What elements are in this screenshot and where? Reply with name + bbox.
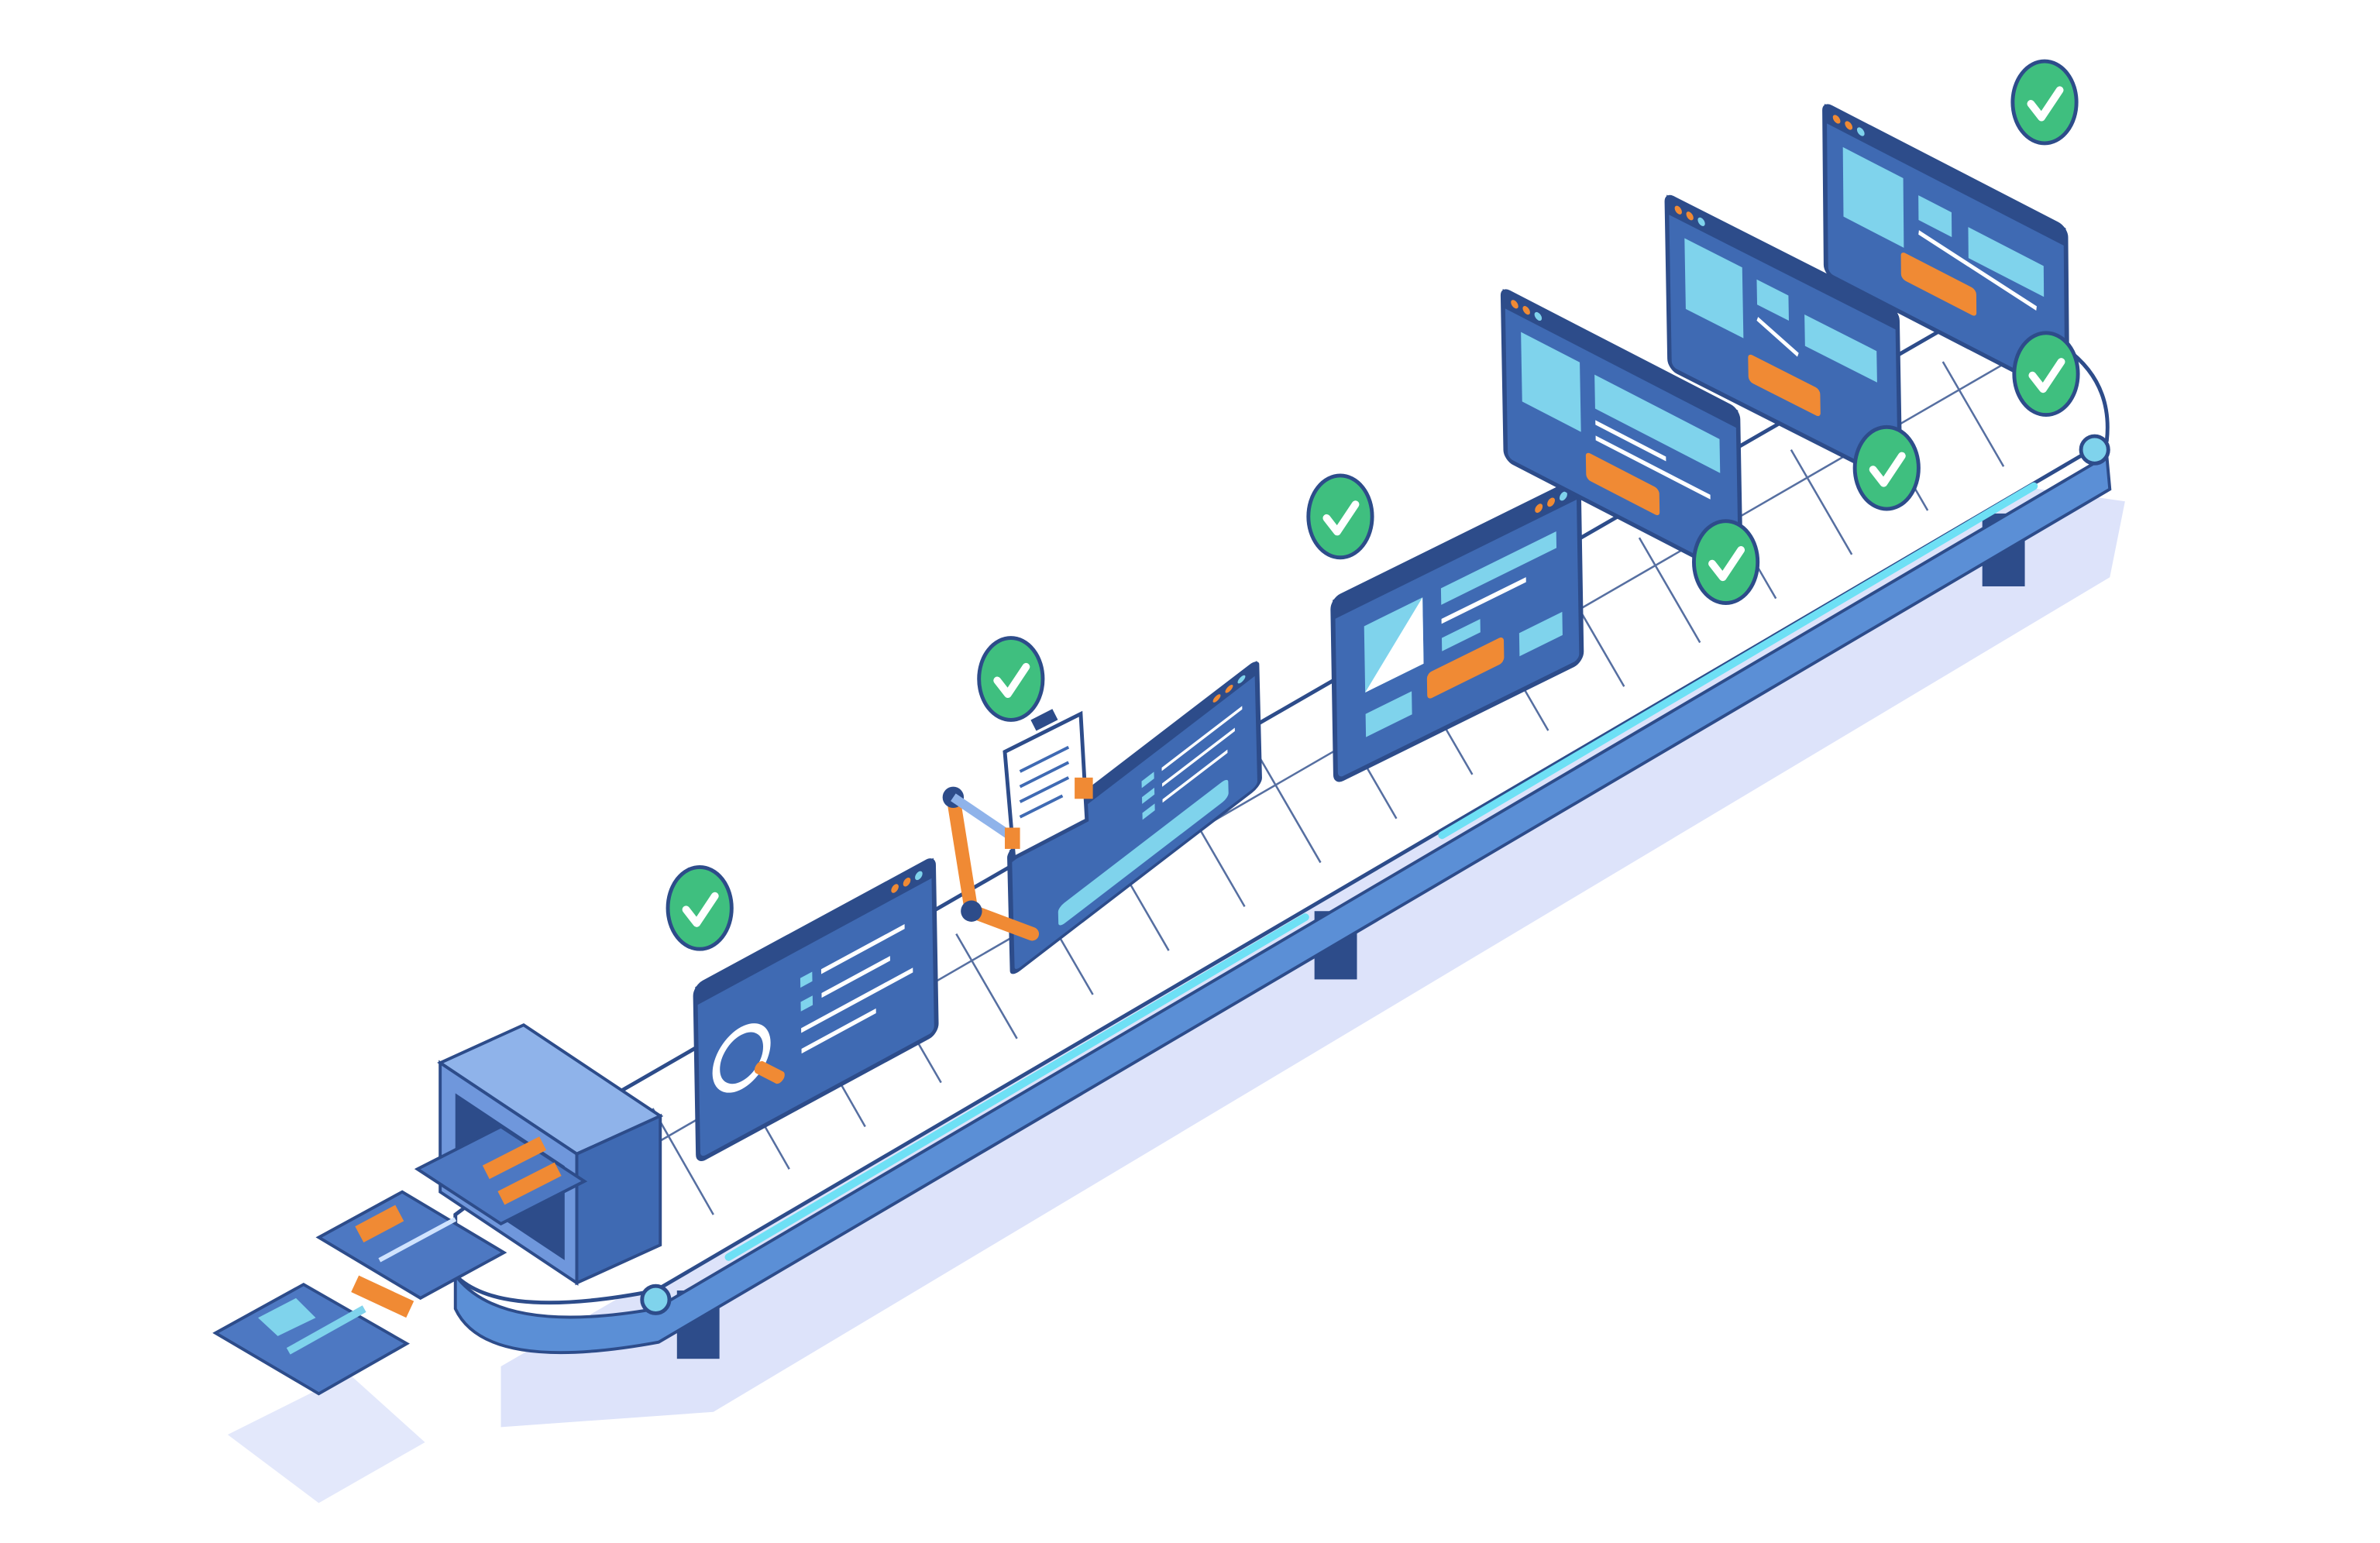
image-placeholder-icon: [1364, 597, 1424, 692]
document-card: [414, 1125, 588, 1226]
action-button: [1748, 354, 1821, 417]
document-card: [212, 1282, 411, 1396]
clipboard-icon: [1003, 709, 1093, 861]
web-page-screen: [1500, 288, 1743, 580]
belt-glow-strip: [724, 913, 1309, 1261]
web-page-screen: [1822, 103, 2070, 398]
robot-arm: [942, 786, 1040, 941]
action-button: [1426, 637, 1505, 699]
check-badge-icon: [2013, 61, 2076, 143]
document-card: [315, 1190, 507, 1318]
check-badge-icon: [668, 867, 731, 949]
check-badge-icon: [2014, 333, 2078, 415]
web-page-screen: [1330, 478, 1584, 782]
belt-glow-strip: [1438, 482, 2038, 840]
roller-end: [2079, 434, 2110, 466]
action-button: [1900, 253, 1977, 316]
paper-shadow: [227, 1373, 425, 1503]
check-badge-icon: [979, 638, 1043, 720]
check-badge-icon: [1855, 427, 1918, 509]
web-page-screen: [1664, 194, 1903, 485]
scanner-machine: [414, 1022, 664, 1286]
magnifier-icon: [712, 1023, 785, 1093]
roller-end: [640, 1284, 672, 1315]
check-badge-icon: [1694, 521, 1757, 603]
check-badge-icon: [1309, 476, 1372, 558]
action-button: [1585, 452, 1660, 516]
web-page-screen: [693, 857, 939, 1162]
